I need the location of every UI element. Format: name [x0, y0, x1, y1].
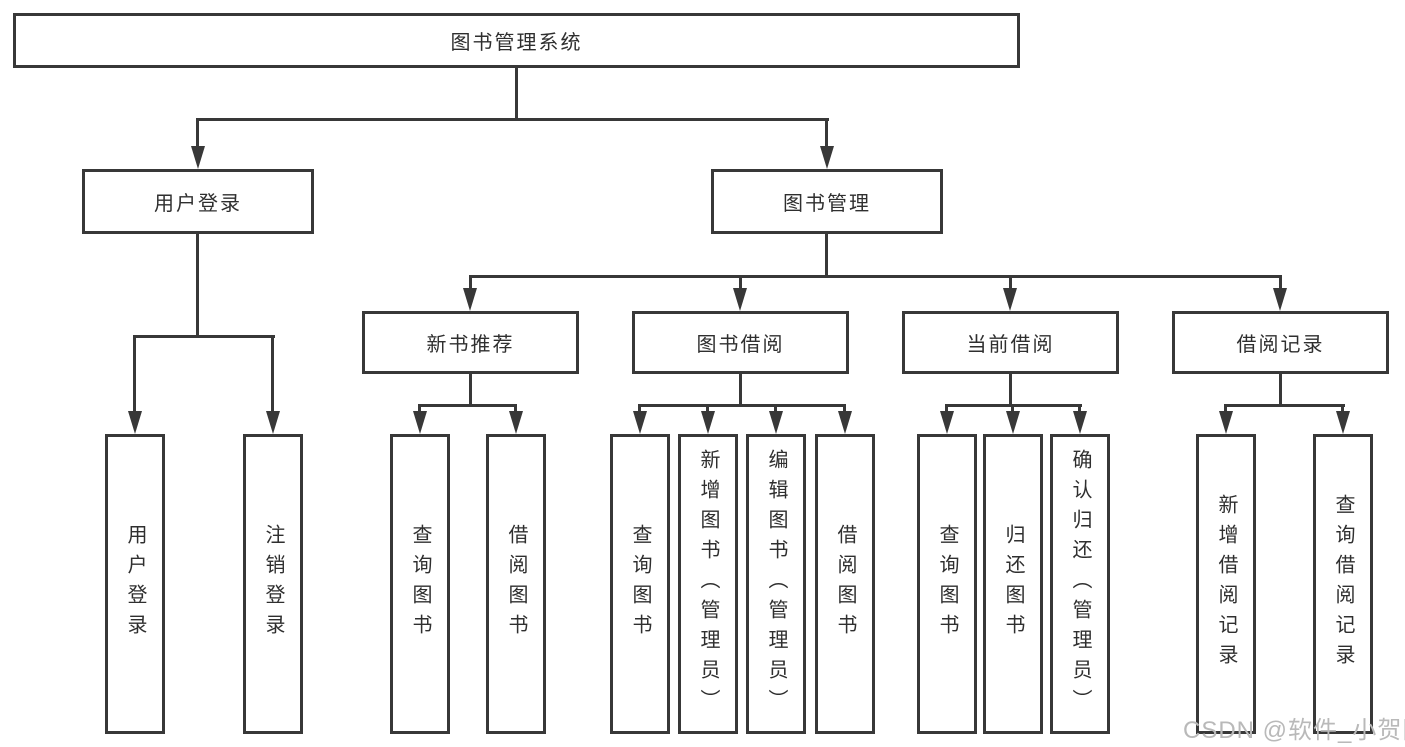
leaf-nbr-query-book: 查询图书	[390, 434, 450, 734]
node-user-login: 用户登录	[82, 169, 314, 234]
leaf-br-query-record: 查询借阅记录	[1313, 434, 1373, 734]
leaf-nbr-borrow-book: 借阅图书	[486, 434, 546, 734]
arrow-br-leaf2	[1336, 411, 1350, 434]
node-borrow-records: 借阅记录	[1172, 311, 1389, 374]
connector-bb-stem	[739, 374, 742, 407]
connector-user-login-stem	[196, 234, 199, 338]
arrow-bb-leaf4	[838, 411, 852, 434]
connector-to-borrow-records-stem	[1279, 275, 1282, 291]
arrow-to-book-management	[820, 146, 834, 169]
connector-cb-leaf1-stem	[945, 404, 948, 414]
node-book-management: 图书管理	[711, 169, 943, 234]
connector-bb-leaf3-stem	[774, 404, 777, 414]
arrow-bb-leaf1	[633, 411, 647, 434]
connector-br-bar	[1224, 404, 1345, 407]
connector-to-user-login-stem	[196, 118, 199, 148]
node-book-borrow: 图书借阅	[632, 311, 849, 374]
connector-bb-leaf1-stem	[638, 404, 641, 414]
connector-br-leaf2-stem	[1341, 404, 1344, 414]
node-root: 图书管理系统	[13, 13, 1020, 68]
arrow-bb-leaf2	[701, 411, 715, 434]
arrow-to-leaf-user-login	[128, 411, 142, 434]
arrow-cb-leaf1	[940, 411, 954, 434]
leaf-cb-return-book: 归还图书	[983, 434, 1043, 734]
leaf-user-login: 用户登录	[105, 434, 165, 734]
connector-level3-bar	[469, 275, 1282, 278]
leaf-cb-query-book: 查询图书	[917, 434, 977, 734]
arrow-cb-leaf2	[1006, 411, 1020, 434]
arrow-cb-leaf3	[1073, 411, 1087, 434]
node-current-borrow: 当前借阅	[902, 311, 1119, 374]
arrow-to-user-login	[191, 146, 205, 169]
node-new-book-recommend: 新书推荐	[362, 311, 579, 374]
leaf-logout: 注销登录	[243, 434, 303, 734]
connector-to-leaf-logout-stem	[271, 335, 274, 412]
connector-bb-bar	[638, 404, 846, 407]
leaf-cb-confirm-return-admin: 确认归还（管理员）	[1050, 434, 1110, 734]
leaf-bb-query-book: 查询图书	[610, 434, 670, 734]
connector-cb-stem	[1009, 374, 1012, 407]
arrow-to-current-borrow	[1003, 288, 1017, 311]
arrow-to-leaf-logout	[266, 411, 280, 434]
connector-root-stem	[515, 68, 518, 121]
arrow-nbr-leaf2	[509, 411, 523, 434]
connector-to-new-book-recommend-stem	[469, 275, 472, 291]
connector-to-book-management-stem	[825, 118, 828, 148]
connector-book-management-stem	[825, 234, 828, 278]
connector-br-leaf1-stem	[1224, 404, 1227, 414]
connector-br-stem	[1279, 374, 1282, 407]
leaf-bb-borrow-book: 借阅图书	[815, 434, 875, 734]
connector-user-login-bar	[133, 335, 275, 338]
arrow-nbr-leaf1	[413, 411, 427, 434]
connector-to-leaf-user-login-stem	[133, 335, 136, 412]
csdn-watermark: CSDN @软件_小贺同学	[1183, 717, 1405, 744]
arrow-br-leaf1	[1219, 411, 1233, 434]
connector-nbr-stem	[469, 374, 472, 407]
leaf-bb-edit-book-admin: 编辑图书（管理员）	[746, 434, 806, 734]
connector-to-current-borrow-stem	[1009, 275, 1012, 291]
connector-bb-leaf4-stem	[843, 404, 846, 414]
connector-to-book-borrow-stem	[739, 275, 742, 291]
connector-nbr-leaf2-stem	[514, 404, 517, 414]
arrow-bb-leaf3	[769, 411, 783, 434]
leaf-bb-add-book-admin: 新增图书（管理员）	[678, 434, 738, 734]
connector-bb-leaf2-stem	[706, 404, 709, 414]
connector-nbr-bar	[418, 404, 517, 407]
connector-level2-bar	[196, 118, 829, 121]
connector-nbr-leaf1-stem	[418, 404, 421, 414]
arrow-to-book-borrow	[733, 288, 747, 311]
leaf-br-add-record: 新增借阅记录	[1196, 434, 1256, 734]
connector-cb-leaf2-stem	[1011, 404, 1014, 414]
arrow-to-borrow-records	[1273, 288, 1287, 311]
arrow-to-new-book-recommend	[463, 288, 477, 311]
connector-cb-leaf3-stem	[1078, 404, 1081, 414]
